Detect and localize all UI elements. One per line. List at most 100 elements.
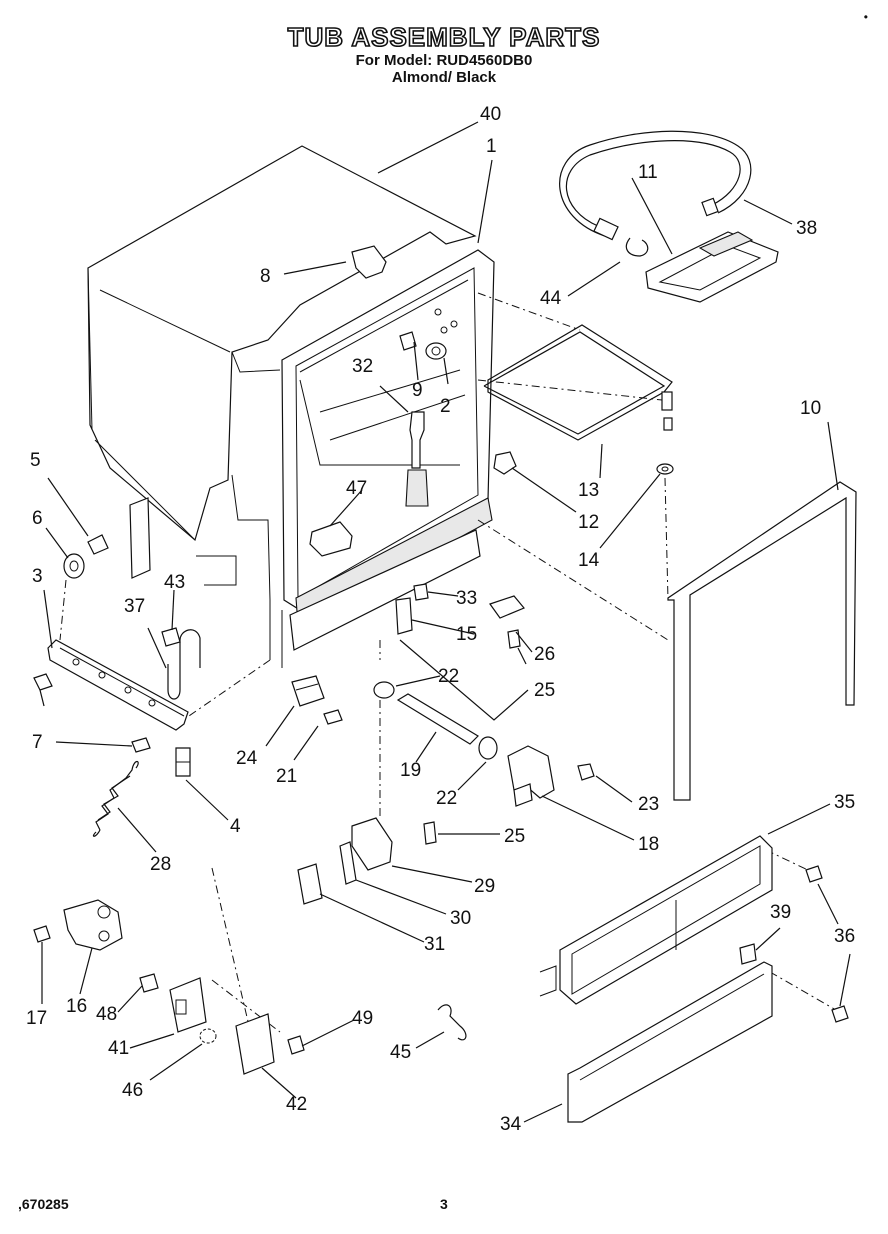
clip-43 [161, 627, 181, 647]
screw-36a [805, 865, 823, 883]
callout-9: 9 [412, 380, 423, 401]
callout-17: 17 [26, 1008, 47, 1029]
callout-15: 15 [456, 624, 477, 645]
callout-31: 31 [424, 934, 445, 955]
callout-25-upper: 25 [534, 680, 555, 701]
clamp-22a [373, 681, 395, 699]
screw-17 [33, 925, 51, 943]
screw-49 [287, 1035, 305, 1055]
callout-13: 13 [578, 480, 599, 501]
callout-35: 35 [834, 792, 855, 813]
screw-21 [323, 709, 343, 725]
callout-11: 11 [638, 162, 658, 183]
callout-49: 49 [352, 1008, 373, 1029]
callout-24: 24 [236, 748, 258, 769]
callout-28: 28 [150, 854, 171, 875]
callout-18: 18 [638, 834, 659, 855]
drain-hose [559, 130, 752, 241]
diagram-header: TUB ASSEMBLY PARTS For Model: RUD4560DB0… [0, 21, 888, 86]
screw-7a [33, 673, 53, 691]
callout-labels: 40 1 11 38 8 44 32 9 2 10 5 47 13 6 12 1… [26, 104, 855, 1135]
grommet-46 [199, 1028, 217, 1044]
callout-34: 34 [500, 1114, 522, 1135]
latch-plate-31 [297, 863, 323, 905]
document-code: ,670285 [18, 1196, 69, 1212]
callout-37: 37 [124, 596, 145, 617]
callout-42: 42 [286, 1094, 307, 1115]
callout-7: 7 [32, 732, 43, 753]
vent-clip-44 [625, 237, 649, 257]
callout-19: 19 [400, 760, 421, 781]
washer-14 [656, 463, 674, 475]
callout-25-lower: 25 [504, 826, 525, 847]
leader-lines [39, 121, 851, 1123]
callout-44: 44 [540, 288, 562, 309]
callout-12: 12 [578, 512, 599, 533]
screw-25 [423, 821, 437, 845]
bracket-42 [235, 1013, 275, 1075]
top-clip [351, 245, 387, 279]
callout-21: 21 [276, 766, 297, 787]
callout-2: 2 [440, 396, 451, 417]
callout-36: 36 [834, 926, 855, 947]
tub-spray-arm-mount [425, 342, 447, 360]
callout-16: 16 [66, 996, 87, 1017]
screw-23 [577, 763, 595, 781]
clamp-22b [478, 736, 498, 760]
nut-33 [413, 583, 429, 601]
washer-6 [63, 553, 85, 579]
screw-7b [131, 737, 151, 753]
callout-33: 33 [456, 588, 477, 609]
color-line: Almond/ Black [391, 69, 497, 86]
callout-22-upper: 22 [438, 666, 459, 687]
callout-43: 43 [164, 572, 185, 593]
leveling-bracket-3 [47, 639, 189, 731]
callout-29: 29 [474, 876, 495, 897]
callout-40: 40 [480, 104, 501, 125]
door-latch-29 [351, 817, 393, 871]
callout-23: 23 [638, 794, 659, 815]
callout-6: 6 [32, 508, 43, 529]
wash-arm-shaft [405, 411, 429, 507]
callout-14: 14 [578, 550, 600, 571]
callout-30: 30 [450, 908, 471, 929]
callout-1: 1 [486, 136, 497, 157]
callout-46: 46 [122, 1080, 143, 1101]
vent-assembly [645, 231, 779, 303]
callout-26: 26 [534, 644, 555, 665]
tub-gasket-13 [483, 324, 673, 441]
clip-12 [493, 451, 517, 475]
fill-tube-19 [396, 693, 479, 745]
page-number: 3 [440, 1196, 448, 1212]
diagram-title: TUB ASSEMBLY PARTS [287, 21, 601, 53]
callout-41: 41 [108, 1038, 129, 1059]
cable-tie-45 [437, 1004, 467, 1041]
model-line: For Model: RUD4560DB0 [355, 52, 533, 69]
bracket-41 [169, 977, 207, 1033]
screw-9 [399, 331, 417, 351]
callout-3: 3 [32, 566, 43, 587]
bolt-5 [87, 534, 109, 555]
screw-48 [139, 973, 159, 993]
corner-mark: • [863, 10, 868, 24]
kick-plate-34 [567, 961, 773, 1123]
callout-45: 45 [390, 1042, 411, 1063]
callout-32: 32 [352, 356, 373, 377]
leveling-leg-4 [175, 747, 191, 777]
clip-39 [739, 943, 757, 965]
door-spring-28 [92, 760, 139, 837]
callout-10: 10 [800, 398, 821, 419]
screw-36b [831, 1005, 849, 1023]
alignment-lines [59, 292, 837, 1033]
door-switch-24 [291, 675, 325, 707]
callout-5: 5 [30, 450, 41, 471]
callout-38: 38 [796, 218, 817, 239]
callout-22-lower: 22 [436, 788, 457, 809]
tub-insulation-blanket [87, 145, 477, 542]
wire-clip-37 [167, 629, 201, 700]
callout-39: 39 [770, 902, 791, 923]
callout-8: 8 [260, 266, 271, 287]
callout-47: 47 [346, 478, 367, 499]
heater-bracket [309, 521, 353, 557]
